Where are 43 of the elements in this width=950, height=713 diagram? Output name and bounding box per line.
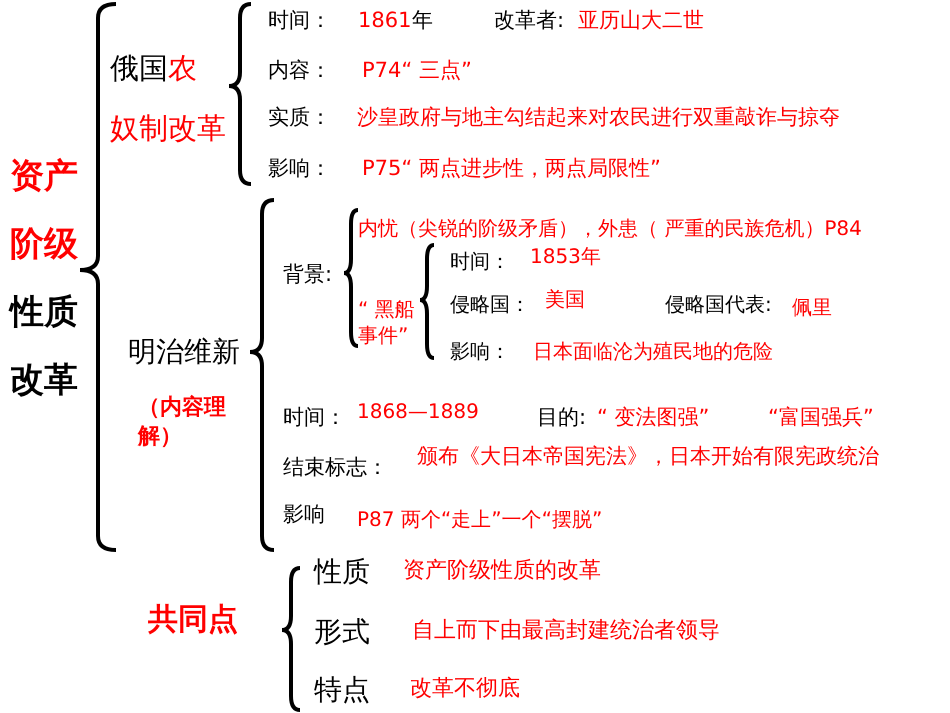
outline-text: 资产阶级: [10, 155, 79, 266]
outline-text: 亚历山大二世: [578, 8, 704, 32]
outline-text: 侵略国：: [450, 293, 530, 316]
outline-text: 1861: [358, 8, 412, 32]
outline-text: “富国强兵”: [768, 405, 874, 430]
outline-text: 自上而下由最高封建统治者领导: [412, 618, 720, 644]
outline-text: 侵略国代表:: [665, 293, 772, 316]
outline-text: 改革不彻底: [410, 676, 520, 702]
outline-text: 沙皇政府与地主勾结起来对农民进行双重敲诈与掠夺: [357, 105, 840, 130]
outline-text: 1853年: [530, 245, 601, 268]
outline-text: 影响：: [450, 340, 510, 363]
outline-text: 时间：: [268, 8, 331, 32]
outline-text: 共同点: [148, 603, 238, 638]
outline-text: “ 变法图强”: [597, 405, 710, 430]
outline-text: 时间：: [283, 405, 346, 430]
outline-text: 形式: [314, 616, 370, 648]
outline-text: 日本面临沦为殖民地的危险: [533, 340, 773, 363]
topic-heading: 俄国农奴制改革: [110, 50, 227, 147]
outline-text: 改革者:: [494, 8, 564, 32]
outline-text: 内容：: [268, 58, 331, 82]
outline-text: 实质：: [268, 105, 331, 130]
outline-text: 性质: [314, 556, 370, 588]
outline-text: 背景:: [283, 262, 332, 286]
outline-text: 影响: [283, 502, 325, 526]
outline-text: P87 两个“走上”一个“摆脱”: [357, 508, 602, 531]
outline-text: 结束标志：: [283, 455, 388, 480]
outline-text: 特点: [314, 674, 370, 706]
outline-text: 目的:: [537, 405, 586, 430]
outline-text: P75“ 两点进步性，两点局限性”: [362, 156, 661, 180]
outline-text: 1868—1889: [357, 400, 479, 423]
outline-text: 佩里: [792, 296, 832, 319]
outline-text: 时间：: [450, 250, 510, 273]
outline-text: 明治维新: [128, 336, 240, 368]
outline-text: P74“ 三点”: [362, 58, 472, 82]
outline-text: 性质改革: [10, 291, 79, 402]
outline-text: 颁布《大日本帝国宪法》，日本开始有限宪政统治: [417, 443, 880, 470]
outline-text: 内忧（尖锐的阶级矛盾），外患（ 严重的民族危机）P84: [358, 215, 863, 241]
outline-text: （内容理解）: [138, 394, 226, 451]
outline-text: 年: [412, 8, 433, 32]
outline-text: “ 黑船事件”: [358, 296, 416, 348]
outline-text: 影响：: [268, 156, 331, 180]
outline-text: 美国: [545, 288, 585, 311]
outline-text: 资产阶级性质的改革: [403, 558, 601, 584]
